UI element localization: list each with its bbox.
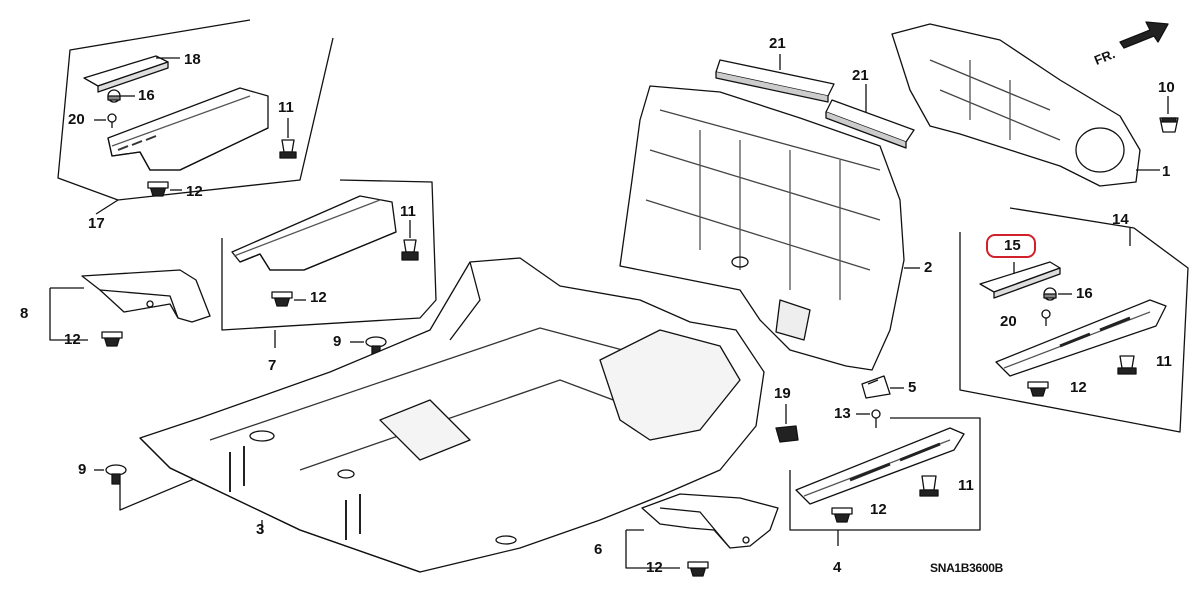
callout-2: 2 <box>924 259 933 276</box>
part-2-dash-insulator <box>619 85 920 371</box>
part-12-clip-a <box>147 181 182 197</box>
callout-11a: 11 <box>278 99 294 116</box>
callout-12e: 12 <box>870 501 887 518</box>
part-18-trim-cap <box>83 55 180 93</box>
part-4-sill-trim <box>795 427 965 505</box>
front-arrow-icon <box>1119 21 1169 49</box>
part-11-grommet-b <box>401 220 419 261</box>
part-20-screw-a <box>94 113 117 128</box>
part-7-sill-trim <box>231 195 397 271</box>
callout-12b: 12 <box>310 289 327 306</box>
callout-12f: 12 <box>646 559 663 576</box>
part-12-clip-d <box>1027 381 1049 397</box>
part-19-clip <box>775 404 799 443</box>
callout-19: 19 <box>774 385 791 402</box>
part-1-dash-insulator-outer <box>891 23 1160 187</box>
callout-20a: 20 <box>68 111 85 128</box>
group-frame-14 <box>959 207 1189 433</box>
part-13-bolt <box>856 409 881 428</box>
callout-9b: 9 <box>78 461 87 478</box>
part-16-clip-a <box>107 89 135 103</box>
part-11-grommet-a <box>279 118 297 159</box>
callout-18: 18 <box>184 51 201 68</box>
callout-17: 17 <box>88 215 105 232</box>
callout-11b: 11 <box>400 203 416 220</box>
callout-12d: 12 <box>1070 379 1087 396</box>
part-code: SNA1B3600B <box>930 561 1004 575</box>
highlight-ring-15 <box>986 234 1036 258</box>
group-frame-7 <box>221 179 437 331</box>
callout-16b: 16 <box>1076 285 1093 302</box>
callout-11d: 11 <box>958 477 974 494</box>
callout-11c: 11 <box>1156 353 1172 370</box>
part-15-trim-cap <box>979 261 1061 299</box>
part-10-grommet <box>1159 96 1179 133</box>
callout-13: 13 <box>834 405 851 422</box>
group-frame-17 <box>57 19 334 201</box>
callout-15: 15 <box>1004 237 1021 254</box>
part-12-clip-f <box>687 561 709 577</box>
part-17-sill-trim <box>107 87 269 171</box>
part-11-grommet-d <box>919 475 939 497</box>
callout-5: 5 <box>908 379 917 396</box>
callout-16a: 16 <box>138 87 155 104</box>
part-14-sill-trim <box>995 299 1167 377</box>
callout-1: 1 <box>1162 163 1171 180</box>
part-12-clip-e <box>831 507 853 523</box>
callout-3: 3 <box>256 521 265 538</box>
callout-7: 7 <box>268 357 277 374</box>
callout-9a: 9 <box>333 333 342 350</box>
callout-21a: 21 <box>769 35 786 52</box>
part-12-clip-c <box>101 331 123 347</box>
part-20-screw-b <box>1041 309 1051 326</box>
part-16-clip-b <box>1043 287 1072 301</box>
part-21-strip-b <box>825 84 915 149</box>
callout-12a: 12 <box>186 183 203 200</box>
part-6-bracket <box>641 493 779 549</box>
callout-20b: 20 <box>1000 313 1017 330</box>
part-21-strip-a <box>715 54 835 103</box>
part-5-bracket <box>861 375 904 399</box>
callout-6: 6 <box>594 541 603 558</box>
callout-21b: 21 <box>852 67 869 84</box>
callout-12c: 12 <box>64 331 81 348</box>
group-frame-4 <box>789 417 981 531</box>
callout-10: 10 <box>1158 79 1175 96</box>
part-12-clip-b <box>271 291 306 307</box>
callout-4: 4 <box>833 559 842 576</box>
part-3-floor-carpet <box>139 257 765 573</box>
part-8-bracket <box>81 269 211 323</box>
callout-14: 14 <box>1112 211 1129 228</box>
callout-8: 8 <box>20 305 29 322</box>
part-11-grommet-c <box>1117 355 1137 375</box>
